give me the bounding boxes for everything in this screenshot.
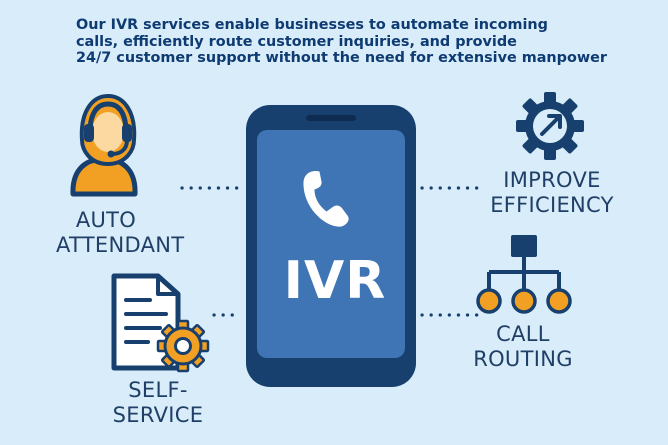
document-gear-icon xyxy=(111,273,210,373)
headset-agent-icon xyxy=(70,93,138,197)
call-routing-line-2: ROUTING xyxy=(473,347,573,371)
phone-device xyxy=(246,105,416,387)
headline-line-2: calls, efficiently route customer inquir… xyxy=(76,33,517,50)
auto-attendant-line-1: AUTO xyxy=(75,208,137,232)
improve-efficiency-line-1: IMPROVE xyxy=(503,168,601,192)
phone-icon xyxy=(303,171,349,227)
gear-arrow-icon xyxy=(516,92,584,160)
auto-attendant-line-2: ATTENDANT xyxy=(56,233,185,257)
improve-efficiency-label: IMPROVE EFFICIENCY xyxy=(488,168,616,218)
connector-lines xyxy=(180,186,480,317)
improve-efficiency-line-2: EFFICIENCY xyxy=(490,193,614,217)
self-service-line-1: SELF- xyxy=(128,378,188,402)
headline-text: Our IVR services enable businesses to au… xyxy=(76,17,656,67)
call-routing-line-1: CALL xyxy=(496,322,550,346)
self-service-line-2: SERVICE xyxy=(112,403,204,427)
auto-attendant-label: AUTO ATTENDANT xyxy=(56,208,185,258)
headline-line-3: 24/7 customer support without the need f… xyxy=(76,50,608,66)
call-routing-label: CALL ROUTING xyxy=(470,322,576,372)
self-service-label: SELF- SERVICE xyxy=(108,378,208,428)
ivr-label: IVR xyxy=(283,251,387,311)
headline-line-1: Our IVR services enable businesses to au… xyxy=(76,17,548,33)
org-tree-icon xyxy=(476,235,572,314)
